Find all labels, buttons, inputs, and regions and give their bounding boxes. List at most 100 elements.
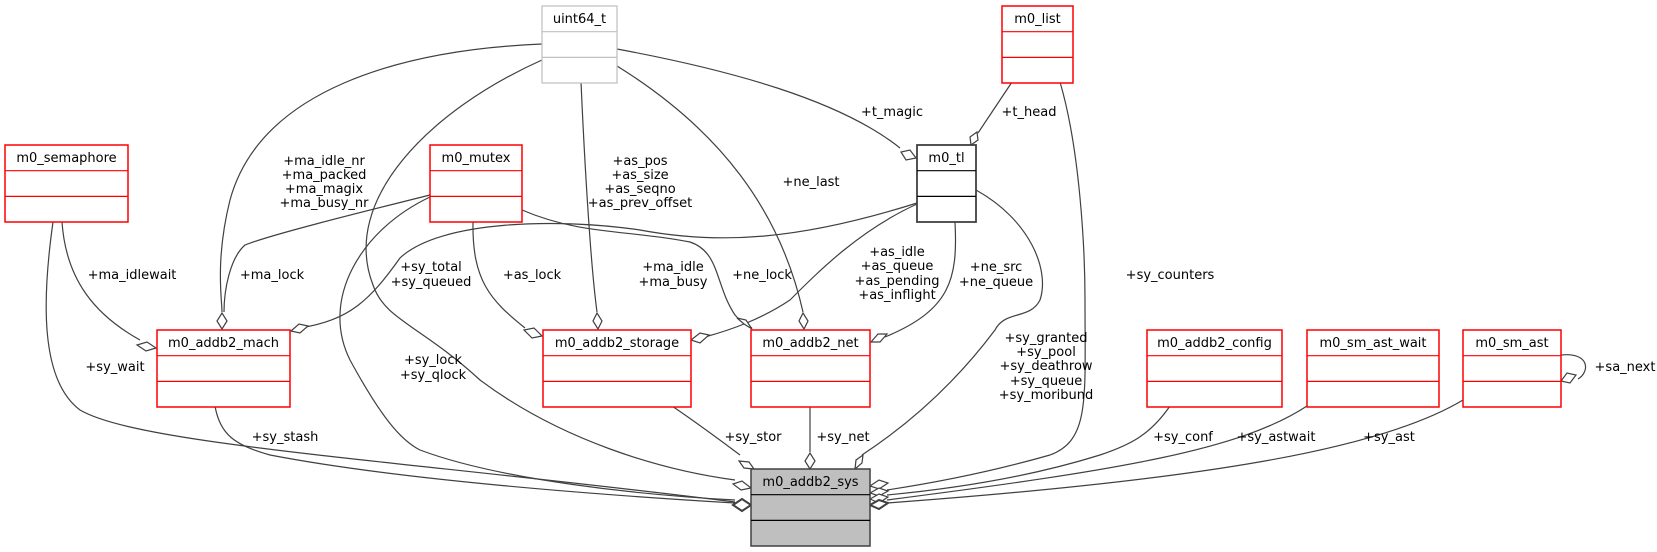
class-name: uint64_t (553, 12, 606, 27)
aggregation-diamond-icon (869, 333, 889, 343)
class-box[interactable] (542, 329, 692, 408)
class-box[interactable] (156, 329, 291, 408)
class-name: m0_tl (928, 151, 964, 166)
edge-label: +ma_idlewait (88, 268, 177, 283)
class-node-m0-addb2-net[interactable]: m0_addb2_net (750, 329, 871, 408)
edge-label: +ne_last (782, 175, 839, 190)
edge-label: +sy_wait (85, 360, 144, 375)
aggregation-diamond-icon (867, 498, 891, 511)
class-node-m0-addb2-storage[interactable]: m0_addb2_storage (542, 329, 692, 408)
edge-tl-storage (704, 203, 918, 338)
aggregation-diamond-icon (798, 311, 809, 331)
edge-label: +sy_stor (724, 430, 782, 445)
class-box[interactable] (429, 144, 523, 223)
aggregation-diamond-icon (804, 451, 816, 471)
class-box[interactable] (916, 144, 977, 223)
edge-sm-ast-self (1560, 354, 1587, 380)
edge-semaphore-sys (45, 221, 736, 503)
edge-label: +sa_next (1595, 360, 1656, 375)
class-node-m0-addb2-sys[interactable]: m0_addb2_sys (750, 468, 871, 547)
edge-mutex-storage (472, 221, 526, 329)
class-box[interactable] (750, 468, 871, 547)
aggregation-diamond-icon (731, 480, 753, 491)
edge-label: +sy_total+sy_queued (391, 260, 472, 290)
class-node-m0-addb2-mach[interactable]: m0_addb2_mach (156, 329, 291, 408)
edge-semaphore-mach (61, 221, 141, 341)
edge-label: +sy_astwait (1236, 430, 1315, 445)
edge-label: +sy_stash (252, 430, 319, 445)
aggregation-diamond-icon (689, 332, 711, 344)
edge-label: +sy_net (816, 430, 869, 445)
edge-storage-sys (671, 405, 741, 456)
edge-list-tl (977, 81, 1013, 134)
aggregation-diamond-icon (522, 327, 544, 339)
edge-uint64-net (616, 65, 804, 313)
aggregation-diamond-icon (216, 311, 228, 331)
edge-label: +sy_ast (1363, 430, 1415, 445)
edge-tl-net (884, 221, 957, 338)
edge-uint64-storage (580, 81, 598, 313)
aggregation-diamond-icon (868, 479, 890, 490)
aggregation-diamond-icon (1559, 372, 1578, 384)
class-node-m0-semaphore[interactable]: m0_semaphore (4, 144, 129, 223)
class-box[interactable] (541, 5, 618, 84)
edge-labels: +ma_idle_nr+ma_packed+ma_magix+ma_busy_n… (85, 105, 1655, 445)
edge-tl-sys (861, 189, 1044, 456)
edge-uint64-sys (365, 59, 736, 481)
aggregation-diamond-icon (289, 323, 310, 334)
edge-label: +ma_idle+ma_busy (639, 260, 708, 290)
edge-label: +ma_idle_nr+ma_packed+ma_magix+ma_busy_n… (279, 154, 369, 211)
edge-list-sys (886, 81, 1086, 491)
class-name: m0_addb2_mach (168, 336, 279, 351)
edge-label: +ne_lock (732, 268, 792, 283)
class-node-m0-list[interactable]: m0_list (1001, 5, 1074, 84)
edge-astwait-sys (886, 405, 1308, 501)
nodes: m0_semaphore m0_mutex uint64_t m0_list m0_tl… (4, 5, 1562, 547)
class-box[interactable] (1146, 329, 1283, 408)
edge-label: +ma_lock (240, 268, 305, 283)
edge-tl-mach (299, 202, 918, 329)
class-node-m0-addb2-config[interactable]: m0_addb2_config (1146, 329, 1283, 408)
aggregation-diamond-icon (135, 341, 158, 352)
edge-uint64-mach (219, 43, 543, 313)
class-box[interactable] (1462, 329, 1562, 408)
class-name: m0_addb2_net (762, 336, 858, 351)
aggregation-diamond-icon (731, 497, 753, 513)
edge-label: +as_idle+as_queue+as_pending+as_inflight (855, 245, 940, 303)
edge-label: +sy_granted+sy_pool+sy_deathrow+sy_queue… (999, 331, 1093, 403)
edge-label: +as_pos+as_size+as_seqno+as_prev_offset (588, 154, 692, 211)
aggregation-diamond-icon (737, 460, 756, 470)
aggregation-diamond-icon (736, 317, 753, 330)
class-node-m0-tl[interactable]: m0_tl (916, 144, 977, 223)
class-node-uint64-t[interactable]: uint64_t (541, 5, 618, 84)
edge-mach-sys (214, 405, 736, 504)
class-node-m0-sm-ast-wait[interactable]: m0_sm_ast_wait (1306, 329, 1440, 408)
edge-label: +sy_conf (1153, 430, 1213, 445)
edge-label: +t_magic (861, 105, 923, 120)
aggregation-diamond-icon (592, 311, 603, 331)
edge-label: +t_head (1002, 105, 1057, 120)
edge-label: +sy_lock+sy_qlock (400, 353, 467, 383)
edge-mutex-sys (339, 196, 736, 501)
edge-label: +ne_src+ne_queue (959, 260, 1033, 290)
edge-mutex-mach (223, 194, 431, 313)
class-name: m0_sm_ast_wait (1319, 336, 1426, 351)
class-name: m0_semaphore (16, 151, 116, 166)
class-name: m0_addb2_config (1157, 336, 1272, 351)
class-box[interactable] (4, 144, 129, 223)
class-node-m0-sm-ast[interactable]: m0_sm_ast (1462, 329, 1562, 408)
edge-label: +as_lock (503, 268, 562, 283)
class-box[interactable] (1306, 329, 1440, 408)
class-name: m0_mutex (442, 151, 511, 166)
class-box[interactable] (1001, 5, 1074, 84)
class-box[interactable] (750, 329, 871, 408)
class-node-m0-mutex[interactable]: m0_mutex (429, 144, 523, 223)
class-name: m0_addb2_storage (555, 336, 679, 351)
aggregation-diamond-icon (854, 453, 864, 471)
edges (45, 43, 1587, 513)
edge-uint64-tl (616, 48, 901, 149)
class-name: m0_list (1014, 12, 1061, 27)
class-name: m0_addb2_sys (762, 475, 858, 490)
aggregation-diamond-icon (969, 130, 979, 147)
